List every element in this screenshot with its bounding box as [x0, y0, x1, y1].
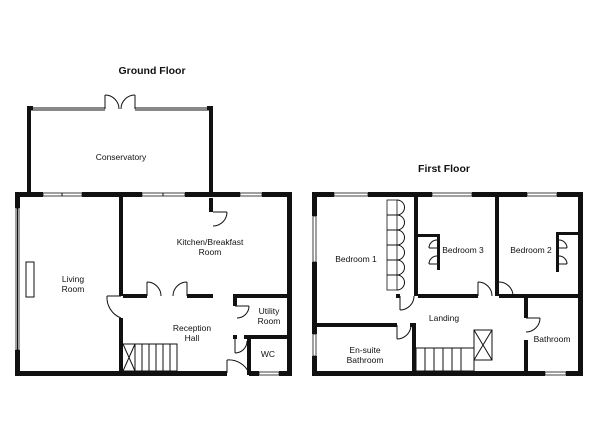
bedroom3-wardrobe — [418, 234, 440, 270]
conservatory-french-doors — [104, 94, 136, 110]
utility-room-label-line2: Room — [258, 316, 281, 326]
first-outer-walls — [312, 192, 583, 376]
landing-cupboard — [473, 329, 493, 361]
conservatory-label: Conservatory — [96, 152, 147, 162]
ground-doors — [106, 211, 250, 374]
living-room-label-line1: Living — [62, 274, 84, 284]
conservatory: Conservatory — [27, 94, 213, 196]
ensuite-label-line2: Bathroom — [347, 355, 384, 365]
first-doors — [396, 281, 541, 340]
bedroom2-wardrobe — [556, 232, 578, 272]
bedroom1-wardrobes — [386, 199, 405, 291]
ensuite-label-line1: En-suite — [349, 345, 380, 355]
ground-windows — [15, 192, 280, 376]
landing-label: Landing — [429, 313, 460, 323]
kitchen-label-line1: Kitchen/Breakfast — [177, 237, 244, 247]
fireplace — [25, 261, 35, 298]
first-staircase — [415, 329, 493, 372]
wc-label: WC — [261, 349, 275, 359]
first-floor-heading: First Floor — [418, 163, 470, 175]
first-windows — [312, 192, 567, 376]
kitchen-label-line2: Room — [199, 247, 222, 257]
utility-room-label-line1: Utility — [259, 306, 281, 316]
ground-internal-walls — [119, 192, 292, 375]
reception-hall-label-line2: Hall — [185, 333, 200, 343]
bathroom-label: Bathroom — [534, 334, 571, 344]
bedroom3-label: Bedroom 3 — [442, 245, 484, 255]
first-internal-walls — [317, 192, 578, 375]
living-room-label-line2: Room — [62, 284, 85, 294]
bedroom1-label: Bedroom 1 — [335, 254, 377, 264]
ground-floor-plan: Ground Floor Conservatory — [15, 65, 292, 376]
ground-floor-heading: Ground Floor — [118, 65, 185, 77]
bedroom2-label: Bedroom 2 — [510, 245, 552, 255]
reception-hall-label-line1: Reception — [173, 323, 212, 333]
first-floor-plan: First Floor — [312, 163, 583, 376]
ground-staircase — [122, 343, 178, 372]
